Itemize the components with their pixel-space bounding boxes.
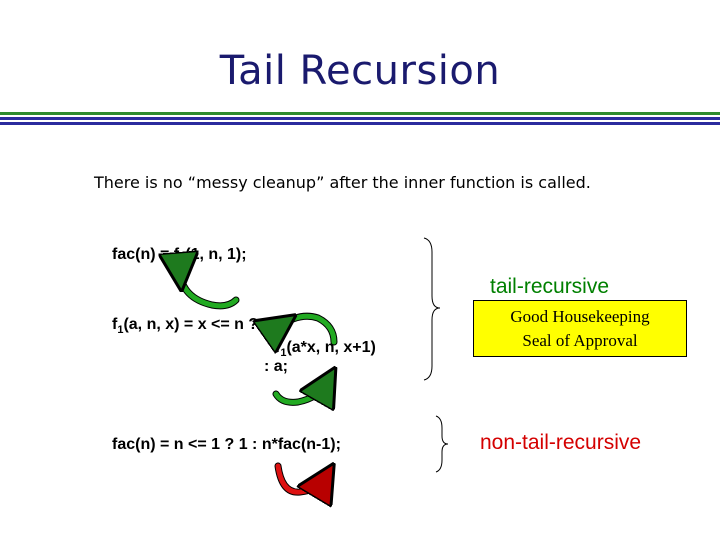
code-f1-else: : a; [264,358,288,375]
title-divider [0,112,720,125]
seal-of-approval-box: Good Housekeeping Seal of Approval [473,300,687,357]
seal-line-2: Seal of Approval [522,331,638,350]
tail-recursive-label: tail-recursive [490,275,610,298]
nontail-brace [435,415,449,473]
tail-brace [423,237,441,381]
seal-line-1: Good Housekeeping [510,307,650,326]
subtitle-text: There is no “messy cleanup” after the in… [94,173,591,192]
code-fac-nontail: fac(n) = n <= 1 ? 1 : n*fac(n-1); [112,436,341,453]
non-tail-recursive-label: non-tail-recursive [480,431,642,454]
slide-title: Tail Recursion [219,48,501,94]
